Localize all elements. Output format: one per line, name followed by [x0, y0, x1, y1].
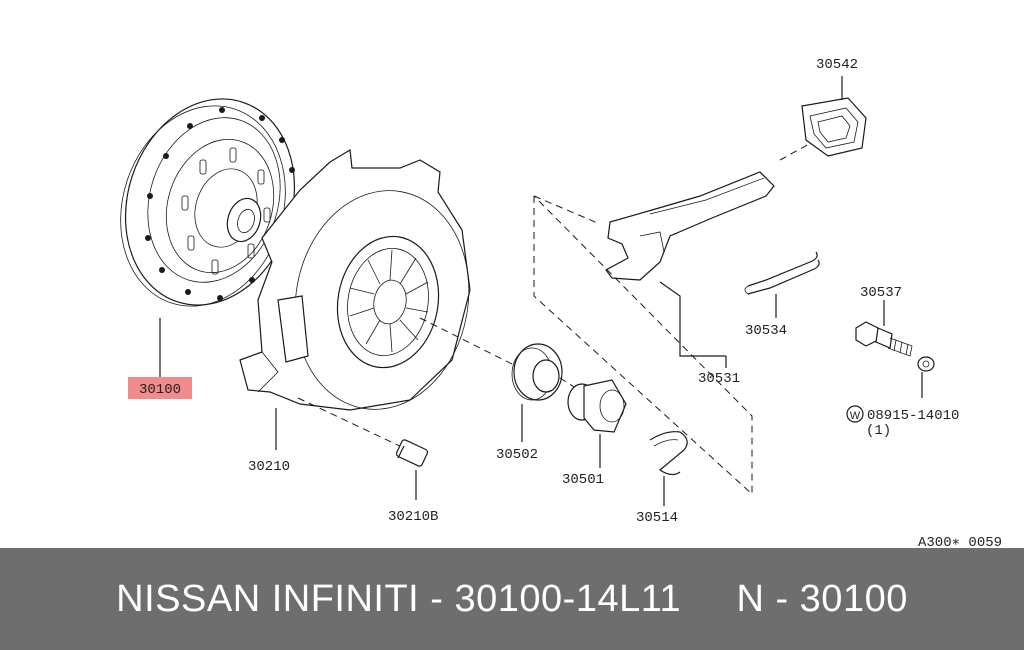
label-washer-qty: (1)	[866, 423, 891, 439]
label-30531: 30531	[698, 371, 740, 387]
label-30501: 30501	[562, 472, 604, 488]
assembly-frame	[533, 195, 753, 496]
diagram-reference: A300∗ 0059	[918, 535, 1002, 548]
washer-symbol: W	[850, 410, 861, 422]
clutch-disc-drawing	[120, 98, 296, 378]
label-30542: 30542	[816, 57, 858, 73]
label-30502: 30502	[496, 447, 538, 463]
spring-30534-drawing	[744, 251, 820, 318]
part-number-banner: NISSAN INFINITI - 30100-14L11 N - 30100	[0, 548, 1024, 650]
label-30534: 30534	[745, 323, 787, 339]
label-30537: 30537	[860, 285, 902, 301]
highlight-box	[128, 377, 192, 399]
bearing-sleeve-drawing	[559, 377, 627, 468]
banner-text: NISSAN INFINITI - 30100-14L11 N - 30100	[116, 577, 908, 620]
clutch-cover-drawing	[239, 149, 471, 450]
parts-diagram: 30100 30210 30210B 30502 30501 30514 305…	[120, 57, 1002, 548]
washer-symbol-circle	[846, 405, 864, 423]
pivot-bolt-drawing	[855, 300, 913, 357]
label-30100: 30100	[139, 382, 181, 398]
boot-30542-drawing	[801, 76, 867, 157]
release-bearing-drawing	[419, 317, 563, 442]
label-30210b: 30210B	[388, 509, 438, 525]
bolt-30210b-drawing	[297, 397, 429, 500]
label-30514: 30514	[636, 510, 678, 526]
clip-30514-drawing	[649, 431, 688, 506]
washer-drawing	[917, 356, 935, 398]
label-30210: 30210	[248, 459, 290, 475]
withdrawal-lever-drawing	[605, 137, 821, 368]
label-washer-code: 08915-14010	[867, 408, 959, 424]
